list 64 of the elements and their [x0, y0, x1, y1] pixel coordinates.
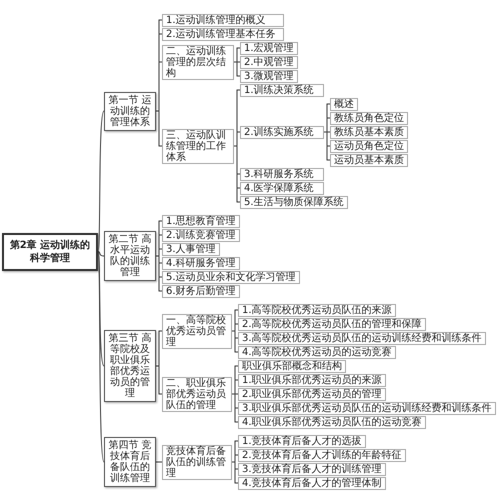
topic-box: 教练员角色定位 — [330, 112, 408, 124]
connector-line — [156, 366, 162, 394]
connector-line — [232, 394, 238, 422]
topic-box: 竞技体育后备队伍的训练管理 — [162, 444, 232, 480]
topic-box: 1.运动训练管理的概义 — [162, 14, 284, 26]
topic-box: 第四节 竞技体育后备队伍的训练管理 — [104, 437, 156, 487]
topic-box: 2.运动训练管理基本任务 — [162, 28, 284, 40]
connector-line — [324, 118, 330, 132]
connector-line — [234, 132, 240, 146]
topic-box: 3.竞技体育后备人才的训练管理 — [238, 462, 386, 476]
connector-line — [232, 330, 238, 352]
topic-box: 职业俱乐部概念和结构 — [238, 360, 346, 372]
topic-box: 4.医学保障系统 — [240, 182, 324, 194]
topic-box: 教练员基本素质 — [330, 126, 408, 138]
connector-line — [156, 330, 162, 366]
topic-box: 2.竞技体育后备人才训练的年龄特征 — [238, 448, 406, 462]
topic-box: 1.职业俱乐部优秀运动员的来源 — [238, 374, 386, 386]
topic-box: 1.竞技体育后备人才的选拔 — [238, 434, 366, 448]
topic-box: 二、运动训练管理的层次结构 — [162, 44, 234, 80]
connector-line — [156, 256, 162, 292]
topic-box: 2.训练实施系统 — [240, 126, 324, 138]
connector-line — [98, 251, 104, 366]
topic-box: 3.高等院校优秀运动员队伍的运动训练经费和训练条件 — [238, 332, 486, 344]
topic-box: 第三节 高等院校及职业俱乐部优秀运动员的管理 — [104, 330, 156, 402]
topic-box: 4.竞技体育后备人才的管理体制 — [238, 476, 386, 490]
connector-line — [98, 251, 104, 256]
topic-box: 4.高等院校优秀运动员的运动竞赛 — [238, 346, 396, 358]
connector-line — [156, 62, 162, 112]
connector-line — [234, 48, 240, 62]
topic-box: 第一节 运动训练的管理体系 — [104, 92, 156, 130]
topic-box: 2.中观管理 — [240, 56, 298, 68]
connector-line — [156, 110, 162, 146]
topic-box: 1.训练决策系统 — [240, 84, 324, 96]
topic-box: 2.训练竞赛管理 — [162, 228, 240, 242]
connector-line — [232, 380, 238, 394]
connector-line — [232, 454, 238, 462]
connector-line — [232, 324, 238, 332]
central-topic-box: 第2章 运动训练的科学管理 — [2, 232, 98, 270]
topic-box: 2.职业俱乐部优秀运动员的管理 — [238, 388, 386, 400]
topic-box: 运动员基本素质 — [330, 154, 408, 166]
connector-line — [234, 62, 240, 76]
topic-box: 概述 — [330, 98, 358, 110]
topic-box: 3.职业俱乐部优秀运动员队伍的运动训练经费和训练条件 — [238, 402, 496, 414]
connector-line — [156, 248, 162, 256]
topic-box: 运动员角色定位 — [330, 140, 408, 152]
topic-box: 3.科研服务系统 — [240, 168, 324, 180]
topic-box: 二、职业俱乐部优秀运动员队伍的管理 — [162, 376, 232, 412]
topic-box: 4.科研服务管理 — [162, 256, 240, 270]
topic-box: 5.生活与物质保障系统 — [240, 196, 348, 208]
topic-box: 一、高等院校优秀运动员管理 — [162, 314, 232, 348]
connector-line — [232, 462, 238, 484]
connector-line — [324, 132, 330, 160]
topic-box: 3.人事管理 — [162, 242, 220, 256]
topic-box: 5.运动员业余和文化学习管理 — [162, 270, 300, 284]
topic-box: 4.职业俱乐部优秀运动员队伍的运动竞赛 — [238, 416, 426, 428]
topic-box: 三、运动队训练管理的工作体系 — [162, 128, 234, 164]
topic-box: 1.高等院校优秀运动员队伍的来源 — [238, 304, 396, 316]
topic-box: 第二节 高水平运动队的训练管理 — [104, 231, 156, 281]
topic-box: 2.高等院校优秀运动员队伍的管理和保障 — [238, 318, 426, 330]
connector-line — [234, 146, 240, 202]
topic-box: 6.财务后勤管理 — [162, 284, 240, 298]
topic-box: 3.微观管理 — [240, 70, 298, 82]
topic-box: 1.思想教育管理 — [162, 214, 240, 228]
topic-box: 1.宏观管理 — [240, 42, 298, 54]
